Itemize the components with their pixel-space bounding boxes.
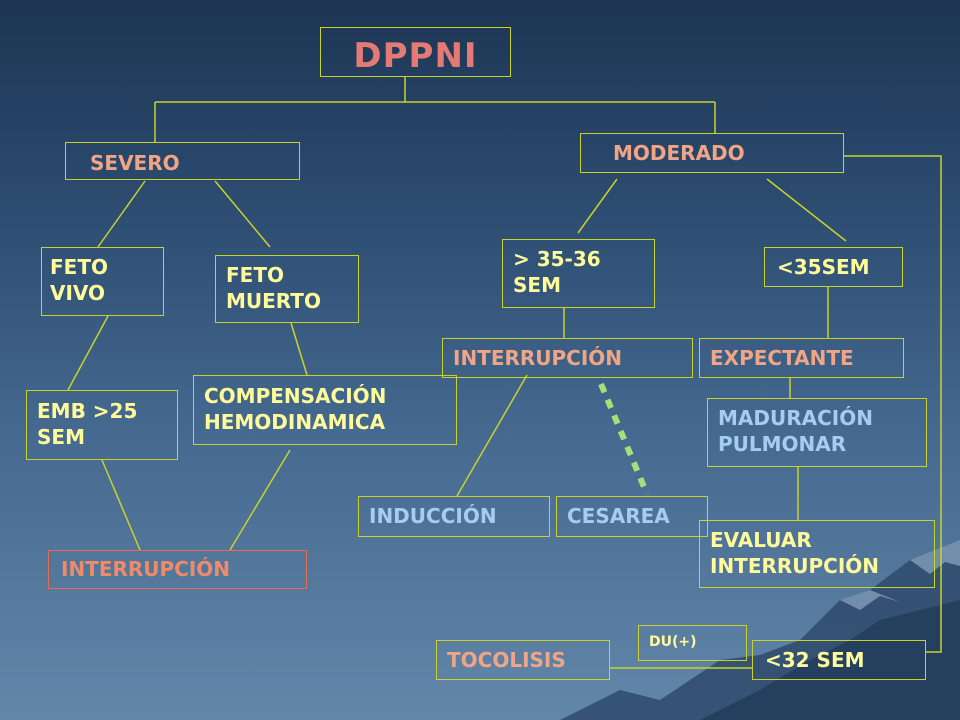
node-emb-25-sem: EMB >25 SEM bbox=[26, 390, 178, 460]
node-sem-lt-32: <32 SEM bbox=[752, 640, 926, 680]
node-moderado: MODERADO bbox=[580, 133, 844, 173]
node-tocolisis: TOCOLISIS bbox=[436, 640, 610, 680]
node-compensacion-hemodinamica: COMPENSACIÓN HEMODINAMICA bbox=[193, 375, 457, 445]
node-interrupcion-severo: INTERRUPCIÓN bbox=[48, 550, 307, 589]
node-interrupcion-moderado: INTERRUPCIÓN bbox=[442, 338, 693, 378]
node-feto-muerto: FETO MUERTO bbox=[215, 255, 359, 323]
node-sem-lt-35: <35SEM bbox=[764, 247, 903, 287]
node-feto-vivo: FETO VIVO bbox=[41, 247, 164, 316]
node-induccion: INDUCCIÓN bbox=[358, 496, 550, 537]
node-expectante: EXPECTANTE bbox=[699, 338, 904, 378]
root-node-dppni: DPPNI bbox=[320, 27, 511, 77]
node-sem-35-36: > 35-36 SEM bbox=[502, 239, 655, 308]
node-maduracion-pulmonar: MADURACIÓN PULMONAR bbox=[707, 398, 927, 467]
node-severo: SEVERO bbox=[65, 142, 300, 180]
node-du-positivo: DU(+) bbox=[638, 625, 747, 661]
node-cesarea: CESAREA bbox=[556, 496, 708, 537]
node-evaluar-interrupcion: EVALUAR INTERRUPCIÓN bbox=[699, 520, 935, 588]
